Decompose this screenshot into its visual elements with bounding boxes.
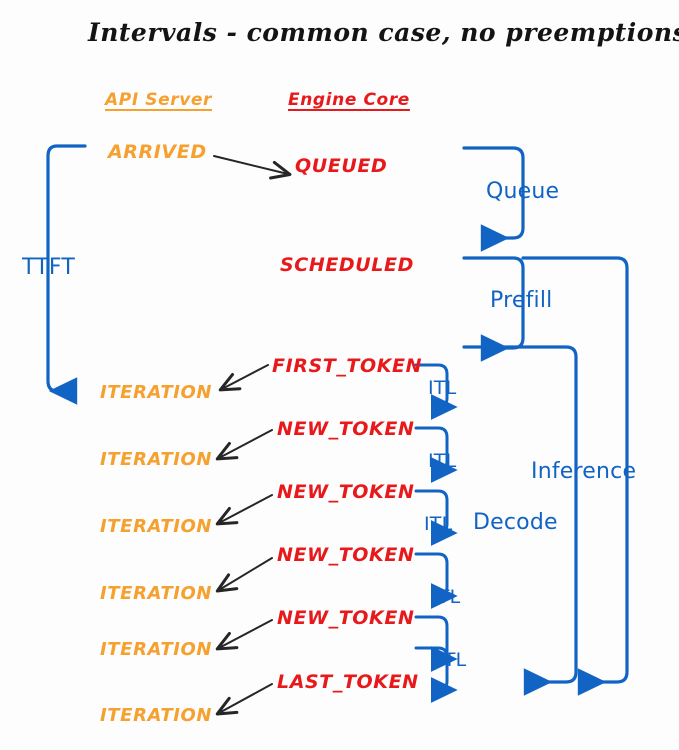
interval-label-itl-5: ITL — [438, 649, 467, 671]
ttft-bracket — [46, 144, 87, 405]
interval-label-queue: Queue — [486, 179, 560, 204]
arrow-new-token-to-iteration-2 — [215, 494, 273, 526]
inference-bracket — [521, 256, 629, 696]
api-event-iteration-3: ITERATION — [100, 516, 213, 537]
page-title: Intervals - common case, no preemptions — [88, 18, 679, 47]
interval-label-inference: Inference — [531, 459, 637, 484]
api-event-iteration-1: ITERATION — [100, 382, 213, 403]
api-event-iteration-2: ITERATION — [100, 449, 213, 470]
arrow-new-token-to-iteration-4 — [215, 619, 273, 651]
engine-event-scheduled: SCHEDULED — [280, 254, 414, 276]
arrow-arrived-to-queued — [213, 155, 292, 180]
event-transition-arrows — [213, 155, 292, 716]
itl-bracket-2 — [414, 426, 458, 483]
interval-label-itl-3: ITL — [424, 513, 453, 535]
itl-bracket-1 — [414, 363, 458, 420]
arrow-new-token-to-iteration-1 — [215, 429, 273, 461]
arrow-last-token-to-iteration — [215, 683, 273, 716]
interval-label-decode: Decode — [473, 510, 558, 535]
decode-bracket — [462, 345, 578, 696]
api-event-iteration-6: ITERATION — [100, 705, 213, 726]
interval-label-prefill: Prefill — [490, 288, 553, 313]
itl-bracket-3 — [414, 489, 458, 546]
engine-event-first-token: FIRST_TOKEN — [272, 355, 423, 377]
interval-label-itl-1: ITL — [428, 377, 457, 399]
column-header-api-server: API Server — [105, 90, 213, 110]
api-event-iteration-4: ITERATION — [100, 583, 213, 604]
engine-event-last-token: LAST_TOKEN — [277, 671, 419, 693]
interval-label-itl-2: ITL — [428, 450, 457, 472]
arrow-new-token-to-iteration-3 — [215, 557, 273, 593]
itl-bracket-4 — [414, 552, 458, 609]
arrow-first-token-to-iteration — [218, 364, 269, 392]
engine-event-new-token-1: NEW_TOKEN — [277, 418, 415, 440]
queue-bracket — [462, 146, 525, 252]
itl-bracket-5 — [414, 615, 458, 672]
interval-label-ttft: TTFT — [22, 255, 75, 280]
engine-event-queued: QUEUED — [295, 155, 388, 177]
interval-label-itl-4: ITL — [432, 586, 461, 608]
engine-event-new-token-3: NEW_TOKEN — [277, 544, 415, 566]
api-event-iteration-5: ITERATION — [100, 639, 213, 660]
engine-event-new-token-4: NEW_TOKEN — [277, 607, 415, 629]
column-header-engine-core: Engine Core — [288, 90, 410, 110]
api-event-arrived: ARRIVED — [108, 141, 207, 163]
itl-bracket-6 — [414, 646, 458, 703]
engine-event-new-token-2: NEW_TOKEN — [277, 481, 415, 503]
